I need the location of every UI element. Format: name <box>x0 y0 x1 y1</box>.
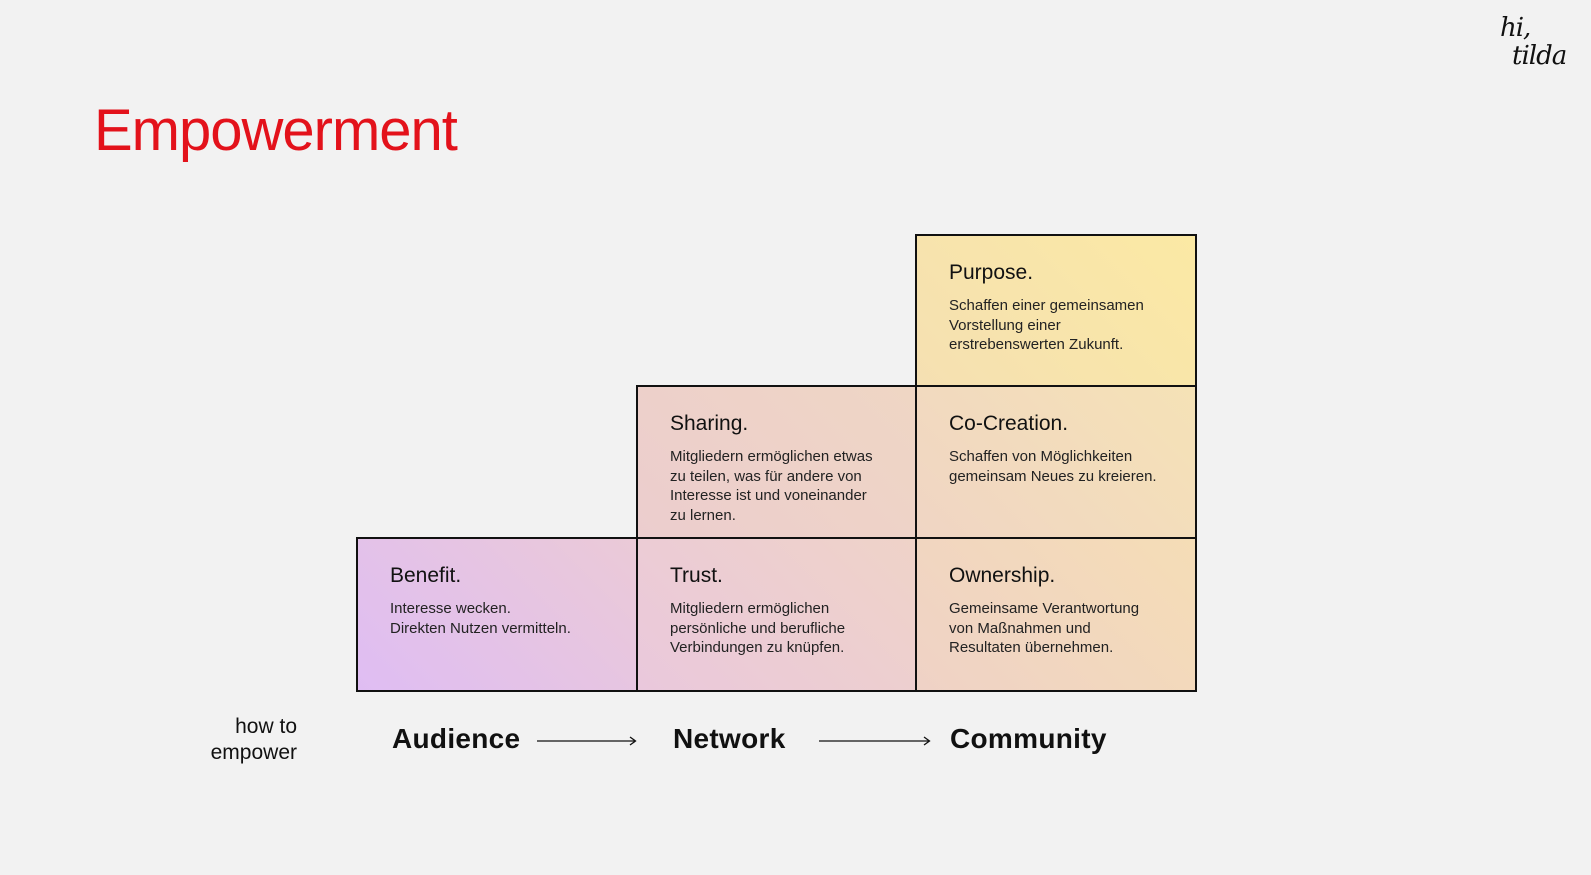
arrow-right-icon <box>819 736 931 746</box>
cell-cocreation-heading: Co-Creation. <box>949 412 1069 435</box>
cell-cocreation: Co-Creation. Schaffen von Möglichkeiten … <box>915 385 1197 539</box>
cell-benefit-heading: Benefit. <box>390 564 462 587</box>
cell-trust-text: Mitgliedern ermöglichen persönliche und … <box>670 600 846 656</box>
page-title: Empowerment <box>94 98 458 163</box>
stage-audience: Audience <box>392 723 521 754</box>
cell-purpose-text: Schaffen einer gemeinsamen Vorstellung e… <box>949 297 1144 353</box>
cell-trust-heading: Trust. <box>670 564 723 587</box>
cell-ownership-text: Gemeinsame Verantwortung von Maßnahmen u… <box>949 600 1140 656</box>
arrow-right-icon <box>537 736 637 746</box>
cell-purpose: Purpose. Schaffen einer gemeinsamen Vors… <box>915 234 1197 388</box>
cell-ownership-heading: Ownership. <box>949 564 1056 587</box>
stage-community: Community <box>950 723 1107 754</box>
cell-cocreation-text: Schaffen von Möglichkeiten gemeinsam Neu… <box>949 448 1157 485</box>
how-to-empower-label: how to empower <box>210 715 297 764</box>
cell-trust: Trust. Mitgliedern ermöglichen persönlic… <box>636 537 917 692</box>
cell-ownership: Ownership. Gemeinsame Verantwortung von … <box>915 537 1197 692</box>
cell-purpose-heading: Purpose. <box>949 261 1034 284</box>
cell-benefit: Benefit. Interesse wecken. Direkten Nutz… <box>356 537 638 692</box>
cell-sharing: Sharing. Mitgliedern ermöglichen etwas z… <box>636 385 917 539</box>
cell-sharing-text: Mitgliedern ermöglichen etwas zu teilen,… <box>670 448 873 524</box>
cell-sharing-heading: Sharing. <box>670 412 749 435</box>
logo-line-1: hi, <box>1500 13 1531 43</box>
stage-network: Network <box>673 723 786 754</box>
hi-tilda-logo: hi, tilda <box>1500 14 1572 74</box>
logo-line-2: tilda <box>1512 41 1567 71</box>
cell-benefit-text: Interesse wecken. Direkten Nutzen vermit… <box>390 600 571 637</box>
